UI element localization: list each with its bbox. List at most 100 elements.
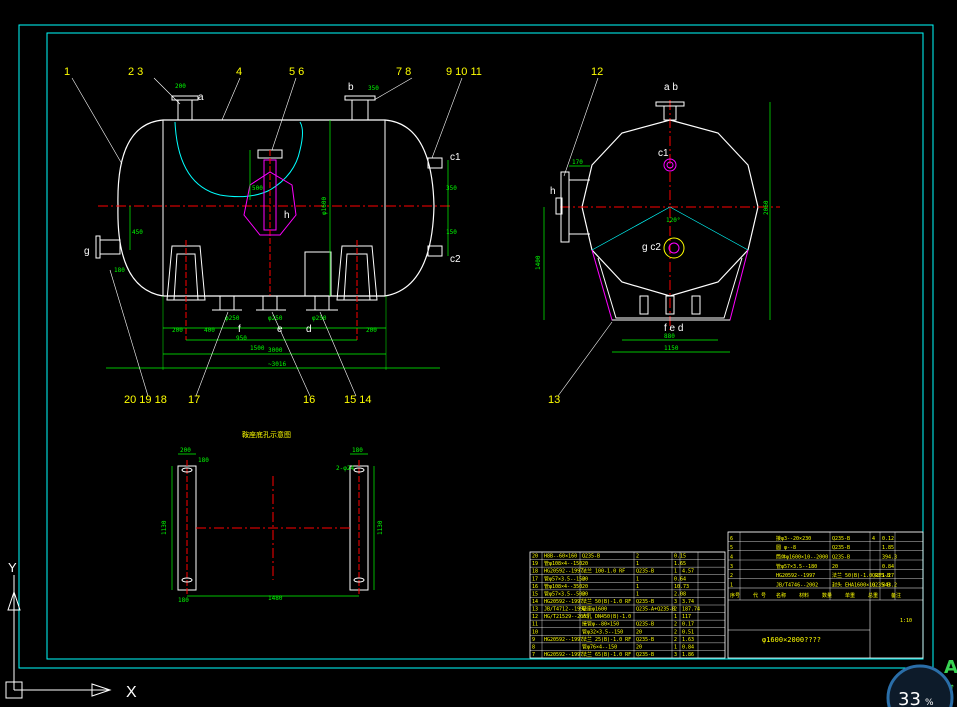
bom-cell: 法兰 100-1.0 RF — [582, 568, 625, 575]
bom-cell: 0.51 — [682, 629, 694, 635]
bom-cell: 187.74 — [682, 607, 700, 613]
up-arrow-icon: ↑ — [949, 682, 955, 693]
dim-diameter: φ1600 — [321, 197, 328, 215]
dim-top-b: 350 — [368, 85, 379, 92]
nozzle-c1-label: c1 — [450, 152, 461, 163]
nozzle-c2-label: c2 — [450, 254, 461, 265]
balloon-16: 16 — [303, 394, 315, 406]
bom-cell: 管φ76×4--150 — [582, 643, 617, 650]
bom-cell: 12 — [532, 614, 538, 620]
bom-cell: 15 — [532, 591, 538, 597]
dim-end-1150: 1150 — [664, 345, 679, 352]
zoom-unit: % — [925, 698, 934, 707]
bom-cell: Q235-B — [636, 622, 654, 628]
bom-cell: Q235-B — [636, 569, 654, 575]
bom-cell: 1 — [636, 591, 639, 597]
bom-cell: 19 — [532, 561, 538, 567]
plan-dim-left: 1130 — [161, 520, 168, 535]
bom-cell: 2 — [636, 554, 639, 560]
bom-cell: HG20592--1997 — [544, 569, 583, 575]
bom-cell: 鞍座φ1600 — [582, 606, 607, 613]
bom-cell: 20 — [832, 564, 838, 570]
bom-cell: Q235-B — [636, 637, 654, 643]
bom-cell: 8 — [532, 644, 535, 650]
dim-end-angle: 120° — [666, 217, 680, 224]
bom-cell: 4.57 — [682, 569, 694, 575]
bom-cell: 管φ57×3.5--150 — [544, 575, 585, 582]
dim-200-left: 200 — [172, 327, 183, 334]
bom-cell: 法兰 25(B)-1.0 RF — [582, 636, 631, 643]
nozzle-fed-label: f e d — [664, 323, 683, 334]
bom-cell: 4 — [872, 536, 875, 542]
bom-cell: 管φ108×4--350 — [544, 583, 582, 590]
bom-cell: 2 — [674, 637, 677, 643]
plan-dim-top-left: 200 — [180, 447, 191, 454]
zoom-badge[interactable]: 33 % — [886, 664, 954, 707]
bom-cell: 0.12 — [882, 536, 894, 542]
nozzle-h-end-label: h — [550, 186, 556, 197]
bom-cell: 1 — [636, 584, 639, 590]
balloon-1: 1 — [64, 66, 70, 78]
balloon-20-19-18: 20 19 18 — [124, 394, 167, 406]
nozzle-b-label: b — [348, 82, 354, 93]
bom-cell: 2 — [730, 573, 733, 579]
bom-cell: 圆 φ--8 — [776, 545, 796, 551]
bom-cell: Q235-B — [832, 536, 850, 542]
dim-end-2060: 2060 — [763, 200, 770, 215]
bom-cell: 2 — [882, 583, 885, 589]
bom-cell: 11 — [532, 622, 538, 628]
dim-top-a: 200 — [175, 83, 186, 90]
bom-cell: 17 — [532, 576, 538, 582]
nozzle-c1-end-label: c1 — [658, 148, 669, 159]
balloon-17: 17 — [188, 394, 200, 406]
plan-dim-bottom-left: 180 — [178, 597, 189, 604]
bom-cell: 法兰 65(B)-1.0 RF — [582, 651, 631, 658]
bom-cell: 10.73 — [674, 584, 689, 590]
bom-header-cell: 名称 — [776, 592, 786, 599]
dim-g2: 180 — [114, 267, 125, 274]
bom-cell: 管φ32×3.5--150 — [582, 628, 623, 635]
plan-dim-holes: 2-φ24 — [336, 465, 354, 472]
nozzle-a-label: a — [198, 92, 204, 103]
bom-cell: 394.3 — [882, 555, 897, 561]
bom-cell: 20 — [582, 561, 588, 567]
bom-cell: 1 — [674, 614, 677, 620]
bom-cell: Q235-A+Q235-B — [636, 607, 675, 613]
bom-cell: 3 — [674, 652, 677, 658]
balloon-2-3: 2 3 — [128, 66, 143, 78]
ucs-axis-icon: Y X — [5, 560, 137, 701]
bom-cell: 1 — [636, 561, 639, 567]
side-view: φ1600 3000 1500 950 400 200 200 ~3016 φ2… — [71, 77, 463, 397]
bom-cell: 3 — [730, 564, 733, 570]
bom-cell: Q235-B — [832, 545, 850, 551]
bom-cell: 2 — [674, 607, 677, 613]
dim-g: 450 — [132, 229, 143, 236]
bom-cell: 16 — [532, 584, 538, 590]
bom-cell: 7 — [532, 652, 535, 658]
bom-cell: 1.27 — [882, 573, 894, 579]
bom-cell: Q235-B — [636, 652, 654, 658]
bom-cell: 4 — [730, 555, 733, 561]
plan-title: 鞍座底孔示意图 — [242, 430, 291, 439]
dim-end-170: 170 — [572, 159, 583, 166]
bom-header-cell: 数量 — [822, 592, 832, 599]
dim-950: 950 — [236, 335, 247, 342]
bom-cell: 封头 EHA1600×10 — [832, 582, 875, 589]
bom-cell: 3.74 — [682, 599, 694, 605]
bom-cell: 0.84 — [882, 564, 894, 570]
dim-c1: 350 — [446, 185, 457, 192]
dim-end-1400: 1400 — [535, 255, 542, 270]
bom-cell: 管φ57×3.5--500 — [544, 590, 585, 597]
balloon-12: 12 — [591, 66, 603, 78]
bom-cell: 20 — [636, 629, 642, 635]
bom-cell: 1 — [674, 569, 677, 575]
bom-cell: HG20592--1997 — [544, 652, 583, 658]
bom-cell: HG/T21529--2005 — [544, 614, 589, 620]
bom-cell: 20 — [582, 591, 588, 597]
bom-header-cell: 序号 — [730, 592, 740, 599]
plan-view: 鞍座底孔示意图 200 180 1480 180 180 1130 1130 2… — [161, 430, 384, 604]
bom-cell: 6 — [730, 536, 733, 542]
nozzle-d-label: d — [306, 324, 312, 335]
